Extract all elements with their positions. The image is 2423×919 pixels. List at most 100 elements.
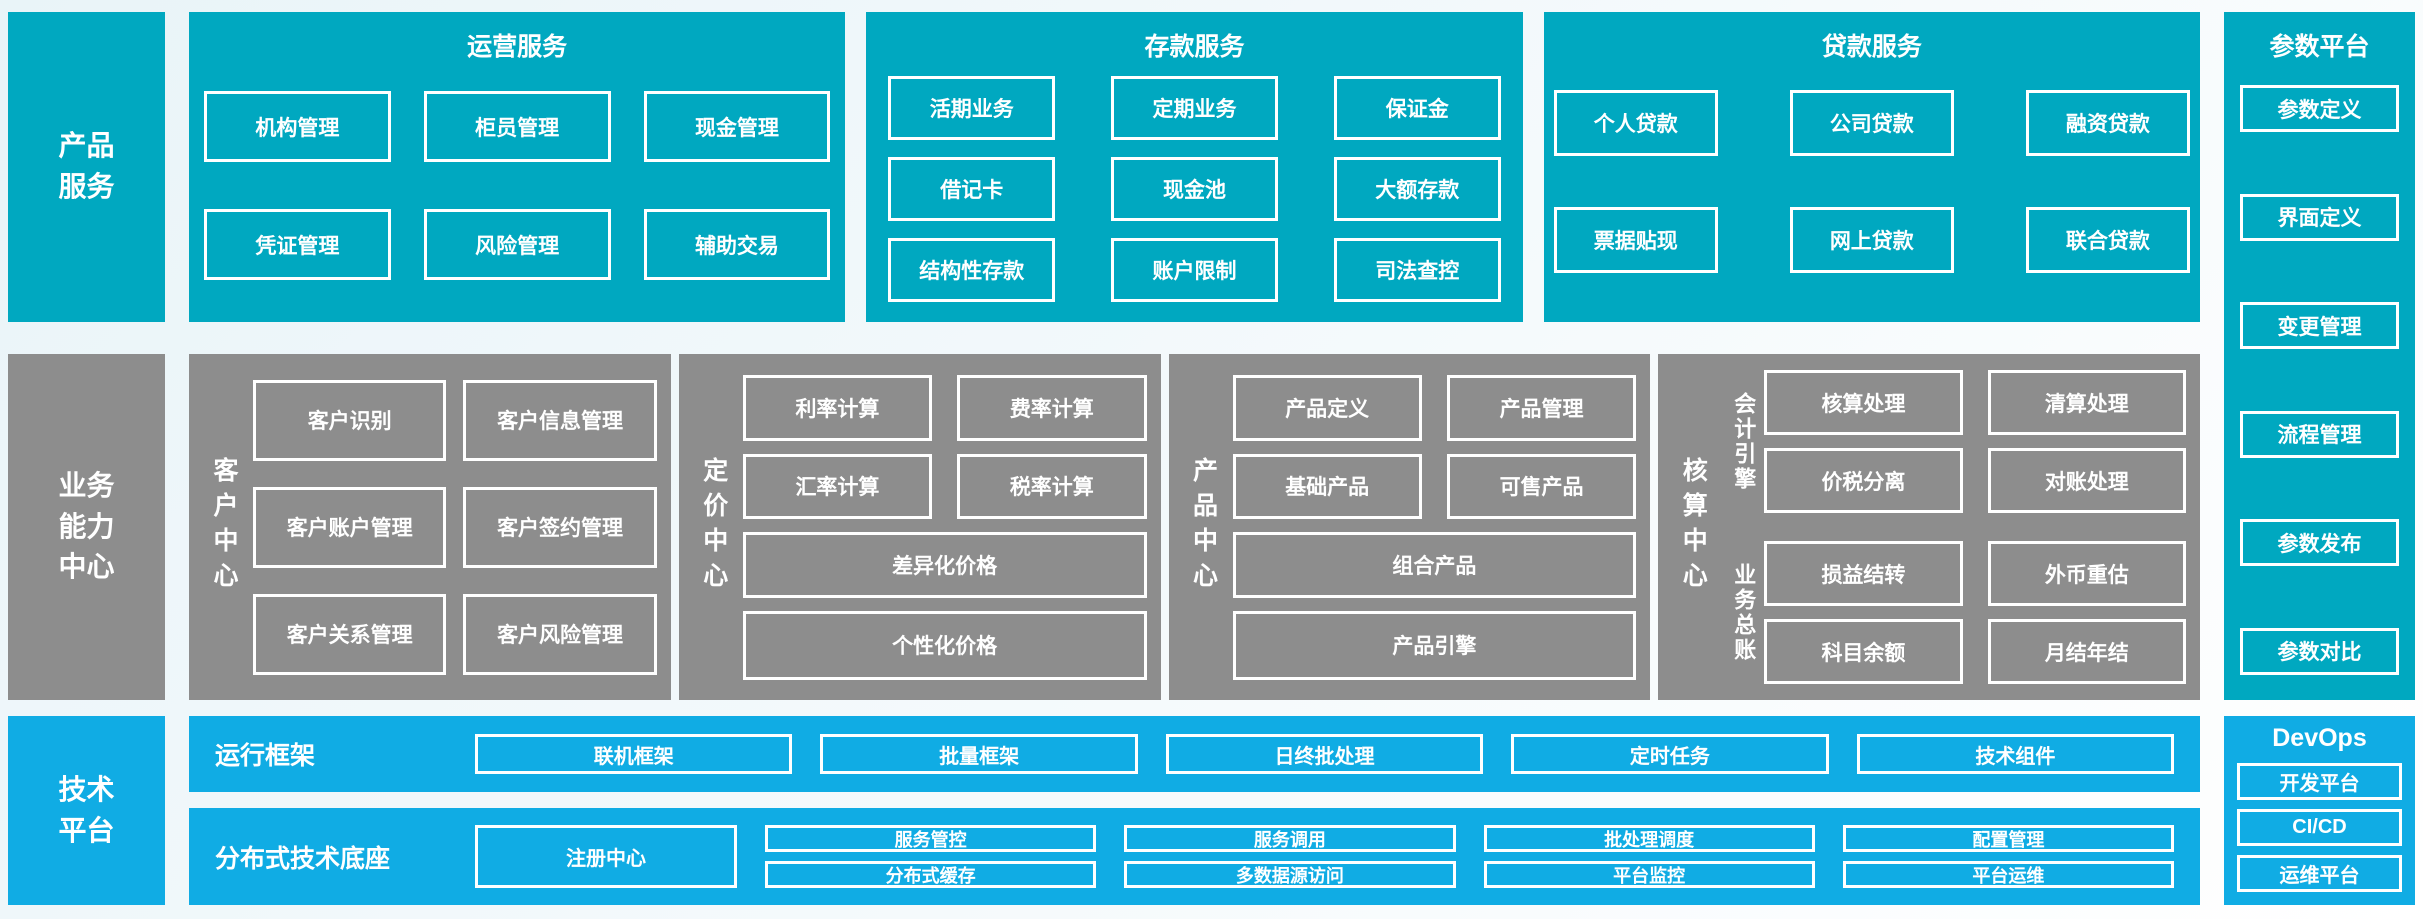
diagram-box: 分布式缓存 bbox=[765, 861, 1097, 888]
diagram-box: 借记卡 bbox=[888, 157, 1056, 221]
customer-grid: 客户识别 客户信息管理 客户账户管理 客户签约管理 客户关系管理 客户风险管理 bbox=[253, 364, 657, 690]
diagram-box: 结构性存款 bbox=[888, 238, 1056, 302]
product-center-section: 产品中心 产品定义 产品管理 基础产品 可售产品 组合产品 产品引擎 bbox=[1168, 354, 1651, 700]
diagram-box: 风险管理 bbox=[423, 209, 611, 280]
distributed-base-label: 分布式技术底座 bbox=[215, 844, 391, 873]
diagram-box: 联机框架 bbox=[475, 734, 793, 774]
diagram-box: 产品引擎 bbox=[1232, 610, 1637, 680]
accounting-engine-group: 会计引擎 核算处理 清算处理 价税分离 对账处理 bbox=[1722, 370, 2187, 513]
runtime-framework-label: 运行框架 bbox=[215, 742, 316, 770]
diagram-box: 差异化价格 bbox=[742, 531, 1147, 598]
diagram-box: 参数发布 bbox=[2240, 519, 2399, 567]
diagram-box: 科目余额 bbox=[1764, 619, 1963, 684]
business-ledger-label: 业务总账 bbox=[1731, 562, 1757, 663]
pricing-grid: 利率计算 费率计算 汇率计算 税率计算 差异化价格 个性化价格 bbox=[742, 364, 1147, 690]
diagram-box: 运维平台 bbox=[2237, 855, 2402, 892]
diagram-box: 注册中心 bbox=[475, 825, 737, 888]
diagram-box: 多数据源访问 bbox=[1124, 861, 1456, 888]
loan-grid: 个人贷款 公司贷款 融资贷款 票据贴现 网上贷款 联合贷款 bbox=[1553, 90, 2190, 273]
diagram-box: 变更管理 bbox=[2240, 302, 2399, 350]
parameter-platform-items: 参数定义 界面定义 变更管理 流程管理 参数发布 参数对比 bbox=[2240, 85, 2399, 675]
accounting-center-section: 核算中心 会计引擎 核算处理 清算处理 价税分离 对账处理 业务总账 bbox=[1658, 354, 2201, 700]
rail-tech-platform: 技术 平台 bbox=[8, 716, 165, 905]
distributed-stack: 批处理调度 平台监控 bbox=[1483, 825, 1815, 888]
diagram-box: 定期业务 bbox=[1111, 76, 1278, 140]
diagram-box: 融资贷款 bbox=[2025, 90, 2190, 156]
diagram-box: 大额存款 bbox=[1333, 157, 1501, 221]
diagram-box: 日终批处理 bbox=[1165, 734, 1484, 774]
business-ledger-group: 业务总账 损益结转 外币重估 科目余额 月结年结 bbox=[1722, 541, 2187, 684]
diagram-box: 定时任务 bbox=[1511, 734, 1829, 774]
devops-section: DevOps 开发平台 CI/CD 运维平台 bbox=[2224, 716, 2415, 905]
diagram-box: 个性化价格 bbox=[742, 610, 1147, 680]
distributed-stack: 服务调用 多数据源访问 bbox=[1124, 825, 1456, 888]
distributed-stack: 服务管控 分布式缓存 bbox=[765, 825, 1097, 888]
diagram-box: 凭证管理 bbox=[204, 209, 391, 280]
diagram-box: 流程管理 bbox=[2240, 410, 2399, 458]
ops-title: 运营服务 bbox=[467, 33, 568, 61]
diagram-box: 网上贷款 bbox=[1789, 207, 1954, 273]
diagram-box: 票据贴现 bbox=[1553, 207, 1718, 273]
diagram-box: 平台监控 bbox=[1483, 861, 1815, 888]
diagram-box: 批量框架 bbox=[820, 734, 1138, 774]
accounting-center-label: 核算中心 bbox=[1679, 457, 1708, 597]
runtime-framework-row: 运行框架 联机框架 批量框架 日终批处理 定时任务 技术组件 bbox=[189, 716, 2200, 792]
left-rail: 产品 服务 业务 能力 中心 技术 平台 bbox=[8, 12, 165, 919]
diagram-box: 界面定义 bbox=[2240, 193, 2399, 241]
loan-title: 贷款服务 bbox=[1821, 33, 1922, 61]
diagram-box: 产品定义 bbox=[1232, 374, 1422, 441]
deposit-section: 存款服务 活期业务 定期业务 保证金 借记卡 现金池 大额存款 结构性存款 账户… bbox=[866, 12, 1523, 322]
diagram-box: 客户关系管理 bbox=[253, 593, 447, 675]
diagram-box: 辅助交易 bbox=[643, 209, 831, 280]
diagram-box: 清算处理 bbox=[1987, 370, 2187, 435]
diagram-box: 司法查控 bbox=[1333, 238, 1501, 302]
diagram-box: 损益结转 bbox=[1764, 541, 1963, 606]
devops-title: DevOps bbox=[2272, 724, 2367, 752]
pricing-center-label: 定价中心 bbox=[699, 457, 728, 597]
diagram-box: 可售产品 bbox=[1446, 453, 1637, 519]
diagram-box: 利率计算 bbox=[742, 374, 933, 441]
deposit-grid: 活期业务 定期业务 保证金 借记卡 现金池 大额存款 结构性存款 账户限制 司法… bbox=[888, 76, 1501, 302]
diagram-box: 参数对比 bbox=[2240, 627, 2399, 675]
customer-center-section: 客户中心 客户识别 客户信息管理 客户账户管理 客户签约管理 客户关系管理 客户… bbox=[189, 354, 671, 700]
customer-center-label: 客户中心 bbox=[210, 457, 238, 597]
diagram-box: 保证金 bbox=[1333, 76, 1501, 140]
ops-section: 运营服务 机构管理 柜员管理 现金管理 凭证管理 风险管理 辅助交易 bbox=[189, 12, 846, 322]
diagram-box: 服务调用 bbox=[1124, 825, 1456, 852]
diagram-box: 活期业务 bbox=[888, 76, 1056, 140]
diagram-box: 个人贷款 bbox=[1553, 90, 1718, 156]
ops-grid: 机构管理 柜员管理 现金管理 凭证管理 风险管理 辅助交易 bbox=[204, 91, 831, 280]
product-services-band: 运营服务 机构管理 柜员管理 现金管理 凭证管理 风险管理 辅助交易 存款服务 … bbox=[189, 12, 2200, 322]
diagram-box: 平台运维 bbox=[1842, 861, 2174, 888]
diagram-box: 客户识别 bbox=[253, 379, 447, 461]
diagram-box: 费率计算 bbox=[957, 374, 1147, 441]
diagram-box: 批处理调度 bbox=[1483, 825, 1815, 852]
diagram-box: 服务管控 bbox=[765, 825, 1097, 852]
diagram-box: 价税分离 bbox=[1764, 448, 1963, 513]
pricing-center-section: 定价中心 利率计算 费率计算 汇率计算 税率计算 差异化价格 个性化价格 bbox=[678, 354, 1161, 700]
business-capability-band: 客户中心 客户识别 客户信息管理 客户账户管理 客户签约管理 客户关系管理 客户… bbox=[189, 354, 2201, 700]
diagram-box: 核算处理 bbox=[1764, 370, 1963, 435]
diagram-box: 产品管理 bbox=[1446, 374, 1637, 441]
diagram-box: 组合产品 bbox=[1232, 531, 1637, 598]
devops-items: 开发平台 CI/CD 运维平台 bbox=[2237, 763, 2402, 892]
diagram-box: 税率计算 bbox=[957, 453, 1147, 519]
diagram-box: 联合贷款 bbox=[2025, 207, 2190, 273]
diagram-box: 机构管理 bbox=[204, 91, 391, 162]
main-area: 运营服务 机构管理 柜员管理 现金管理 凭证管理 风险管理 辅助交易 存款服务 … bbox=[189, 12, 2201, 919]
product-grid: 产品定义 产品管理 基础产品 可售产品 组合产品 产品引擎 bbox=[1232, 364, 1637, 690]
diagram-box: 外币重估 bbox=[1987, 541, 2187, 606]
product-center-label: 产品中心 bbox=[1189, 457, 1218, 597]
diagram-box: 对账处理 bbox=[1987, 448, 2187, 513]
diagram-box: 月结年结 bbox=[1987, 619, 2187, 684]
accounting-engine-grid: 核算处理 清算处理 价税分离 对账处理 bbox=[1764, 370, 2187, 513]
accounting-content: 会计引擎 核算处理 清算处理 价税分离 对账处理 业务总账 损益结转 外币重估 bbox=[1722, 364, 2187, 690]
diagram-box: 现金管理 bbox=[643, 91, 831, 162]
parameter-platform-title: 参数平台 bbox=[2269, 33, 2370, 61]
rail-business-capability: 业务 能力 中心 bbox=[8, 354, 165, 700]
diagram-box: 参数定义 bbox=[2240, 85, 2399, 132]
diagram-box: 公司贷款 bbox=[1789, 90, 1954, 156]
diagram-box: 客户账户管理 bbox=[253, 486, 447, 568]
diagram-box: 开发平台 bbox=[2237, 763, 2402, 800]
